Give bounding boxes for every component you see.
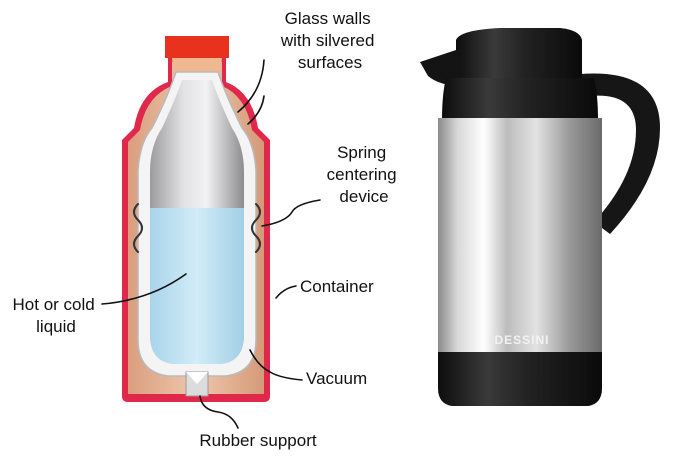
thermos-diagram (122, 36, 270, 402)
label-glass-walls: Glass walls with silvered surfaces (280, 9, 379, 72)
carafe-body (438, 118, 602, 354)
leader-liquid (101, 273, 187, 305)
label-rubber-support: Rubber support (199, 431, 316, 450)
label-vacuum: Vacuum (306, 369, 367, 388)
carafe-shoulder (442, 78, 598, 120)
liquid-fill (150, 208, 244, 364)
carafe-illustration: DESSINI (420, 28, 660, 406)
label-spring: Spring centering device (327, 143, 402, 206)
label-container: Container (300, 277, 374, 296)
labels: Glass walls with silvered surfaces Sprin… (13, 9, 402, 450)
leader-vacuum (249, 349, 303, 381)
carafe-base (438, 352, 602, 406)
rubber-support-notch (186, 372, 208, 384)
leader-glass-walls-2 (247, 95, 265, 125)
leader-lines (101, 59, 321, 429)
label-liquid: Hot or cold liquid (13, 295, 100, 336)
carafe-lid (456, 28, 582, 78)
carafe-brand: DESSINI (494, 333, 549, 347)
leader-spring (261, 199, 321, 227)
carafe-spout (420, 48, 462, 86)
spring-right (251, 203, 261, 253)
leader-container (275, 285, 297, 299)
leader-glass-walls (237, 59, 265, 113)
leader-rubber (199, 395, 239, 429)
stopper-cap (165, 36, 229, 58)
carafe-handle (580, 73, 660, 234)
spring-left (133, 203, 143, 253)
